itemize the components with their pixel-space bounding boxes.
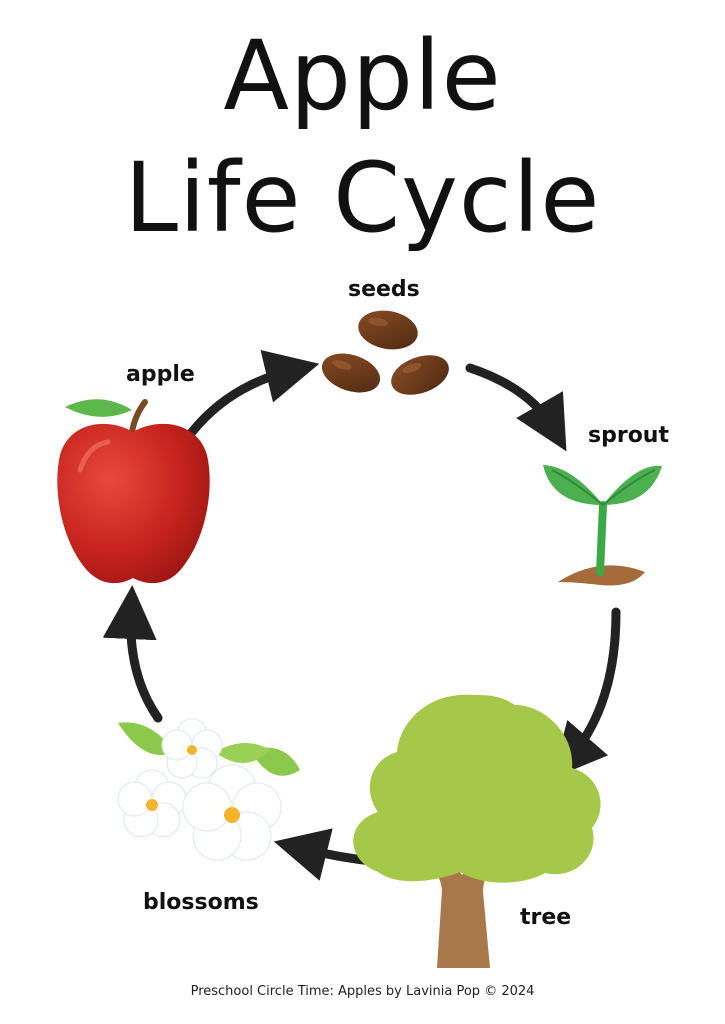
title-line-1: Apple bbox=[223, 20, 502, 132]
apple-icon bbox=[57, 399, 210, 584]
seeds-icon bbox=[321, 310, 449, 395]
cycle-arrow-icon bbox=[102, 349, 621, 881]
title-line-2: Life Cycle bbox=[124, 142, 601, 254]
label-blossoms: blossoms bbox=[143, 890, 259, 915]
arrow-seeds-to-sprout bbox=[465, 363, 567, 452]
footer-credit: Preschool Circle Time: Apples by Lavinia… bbox=[190, 984, 535, 999]
arrow-apple-to-seeds bbox=[187, 349, 320, 437]
sprout-icon bbox=[543, 465, 662, 586]
tree-icon bbox=[353, 694, 601, 968]
label-seeds: seeds bbox=[348, 277, 420, 302]
blossoms-icon bbox=[117, 718, 300, 861]
label-tree: tree bbox=[520, 905, 572, 930]
label-sprout: sprout bbox=[588, 423, 669, 448]
label-apple: apple bbox=[126, 362, 195, 387]
arrow-sprout-to-tree bbox=[552, 607, 621, 779]
arrow-blossoms-to-apple bbox=[102, 585, 163, 723]
